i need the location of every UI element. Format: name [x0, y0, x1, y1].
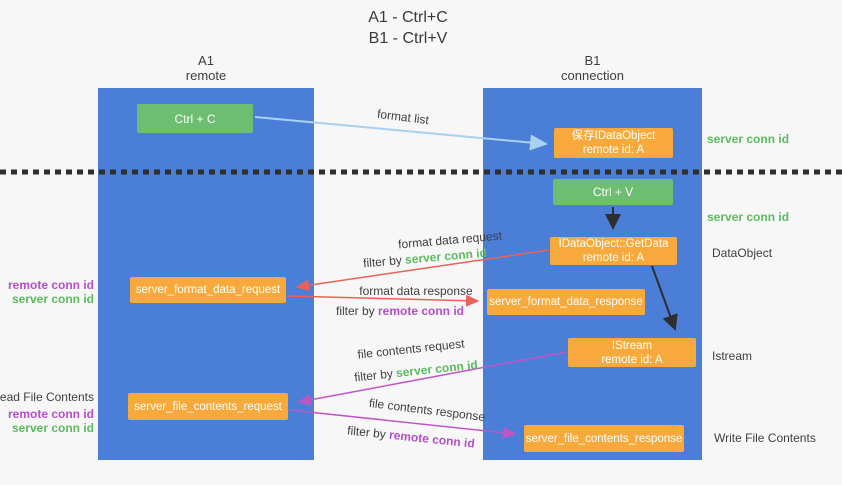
title-line-b1: B1 - Ctrl+V — [368, 30, 448, 47]
node-getdata-line2: remote id: A — [582, 252, 645, 264]
node-save-idataobject-line2: remote id: A — [582, 144, 645, 156]
annotation-format-conn-ids: remote conn id server conn id — [8, 278, 94, 306]
filter-by-text: filter by — [335, 304, 378, 318]
node-server-file-contents-response: server_file_contents_response — [524, 425, 684, 452]
arrow-format-list — [254, 116, 548, 151]
node-istream: IStream remote id: A — [568, 338, 696, 367]
node-ctrl-v: Ctrl + V — [553, 179, 673, 205]
node-istream-line1: IStream — [611, 339, 653, 352]
arrow-getdata-to-istream — [651, 265, 678, 331]
server-conn-id-label: server conn id — [11, 292, 94, 306]
node-server-format-data-response: server_format_data_response — [487, 289, 645, 315]
node-getdata-line1: IDataObject::GetData — [558, 238, 669, 250]
node-ctrl-c: Ctrl + C — [137, 104, 253, 133]
lane-b-header: B1 connection — [483, 53, 702, 83]
node-save-idataobject: 保存IDataObject remote id: A — [554, 128, 673, 158]
node-server-file-contents-request: server_file_contents_request — [128, 393, 288, 420]
annotation-server-conn-id-mid: server conn id — [707, 210, 790, 224]
annotation-read-file-contents-group: Read File Contents remote conn id server… — [0, 390, 94, 435]
remote-conn-id-label: remote conn id — [7, 278, 94, 292]
annotation-write-file-contents: Write File Contents — [714, 431, 816, 445]
node-idataobject-getdata: IDataObject::GetData remote id: A — [550, 237, 677, 265]
title-line-a1: A1 - Ctrl+C — [368, 9, 448, 26]
annotation-server-conn-id-top: server conn id — [707, 132, 790, 146]
label-format-data-response: format data response — [359, 284, 473, 298]
read-file-contents-label: Read File Contents — [0, 390, 94, 404]
remote-conn-id-text: remote conn id — [378, 304, 465, 318]
node-istream-line2: remote id: A — [601, 353, 663, 366]
annotation-dataobject: DataObject — [712, 246, 773, 260]
label-format-data-response-filter: filter by remote conn id — [336, 304, 464, 318]
diagram-title: A1 - Ctrl+C B1 - Ctrl+V — [308, 7, 508, 49]
arrow-format-data-request — [295, 249, 550, 292]
remote-conn-id-label: remote conn id — [7, 407, 94, 421]
arrow-file-contents-response — [289, 409, 517, 439]
annotation-istream: Istream — [712, 349, 753, 363]
lane-b-role: connection — [561, 68, 624, 83]
lane-a-name: A1 — [198, 53, 214, 68]
lane-a-header: A1 remote — [98, 53, 314, 83]
node-server-format-data-request: server_format_data_request — [130, 277, 286, 303]
lane-b-name: B1 — [584, 53, 601, 68]
server-conn-id-label: server conn id — [11, 421, 94, 435]
lane-a-role: remote — [185, 68, 227, 83]
arrow-format-data-response — [286, 294, 480, 307]
node-save-idataobject-line1: 保存IDataObject — [571, 130, 656, 142]
arrow-file-contents-request — [297, 351, 567, 406]
